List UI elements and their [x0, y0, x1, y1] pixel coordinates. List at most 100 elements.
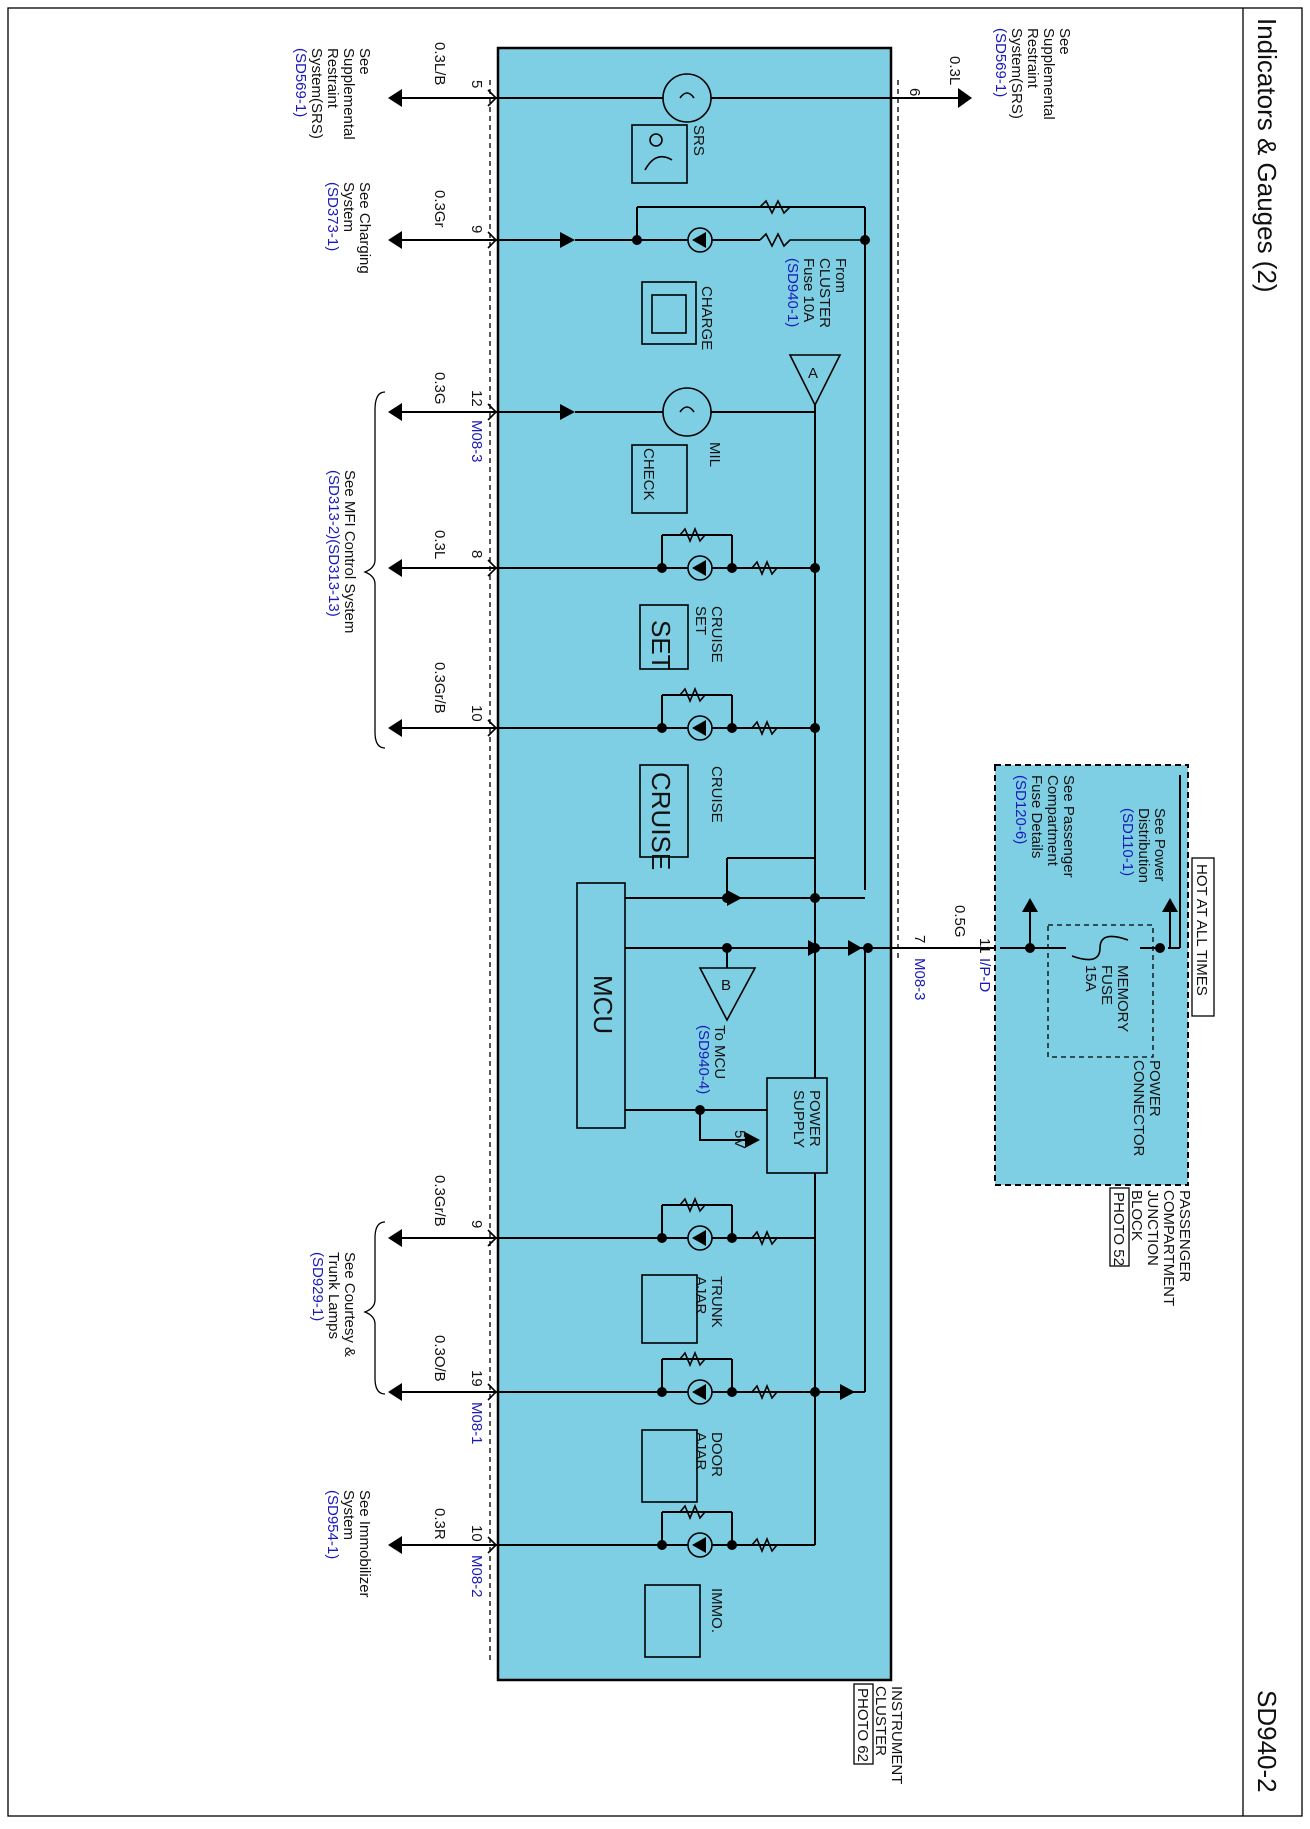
immobilizer-ref: (SD954-1): [324, 1490, 341, 1559]
power-dist-arrow: [1162, 898, 1178, 912]
junction-block-box: [994, 764, 1189, 1186]
trunk-led-symbol: [692, 1230, 706, 1246]
srs-indicator-label: SRS: [690, 125, 707, 156]
fuse-details-ref-code: (SD120-6): [1012, 775, 1029, 844]
door-resistor: [751, 1383, 778, 1401]
cruise-node-3: [810, 723, 820, 733]
cluster-fuse-a-symbol: [788, 354, 842, 407]
cruise-circuit: [498, 686, 820, 858]
trunk-resistor: [751, 1229, 778, 1247]
junction-node-1: [1025, 943, 1035, 953]
courtesy-brace: [363, 1221, 386, 1395]
fuse-details-line-3: Fuse Details: [1028, 775, 1045, 858]
battery-icon-frame: [641, 281, 697, 345]
mil-output-arrow: [388, 403, 402, 421]
immo-node-2: [727, 1540, 737, 1550]
door-bypass-resistor: [679, 1350, 706, 1368]
cluster-fuse-a-letter: A: [808, 365, 818, 382]
cluster-photo-label: PHOTO 62: [854, 1688, 871, 1762]
cluster-photo-box: [853, 1683, 874, 1765]
fuse-line-3: 15A: [1082, 965, 1099, 992]
immobilizer-reference: See Immobilizer System (SD954-1): [324, 1490, 373, 1598]
charging-line-2: System: [340, 182, 357, 232]
immo-circuit: [498, 1503, 815, 1658]
junction-photo-label: PHOTO 52: [1110, 1192, 1127, 1266]
hot-at-all-times-label: HOT AT ALL TIMES: [1191, 857, 1215, 1017]
hot-label-text: HOT AT ALL TIMES: [1193, 864, 1210, 996]
door-line-1: DOOR: [708, 1432, 725, 1477]
cruise-set-node-3: [810, 563, 820, 573]
srs-left-line-1: See: [356, 48, 373, 75]
trunk-line-2: AJAR: [692, 1276, 709, 1315]
mil-wire-label: 0.3G: [431, 372, 448, 405]
srs-left-line-4: System(SRS): [308, 48, 325, 139]
power-dist-line-2: Distribution: [1135, 808, 1152, 883]
mcu-label: MCU: [588, 975, 618, 1034]
mcu-node-2: [810, 893, 820, 903]
five-volt-label: 5V: [731, 1130, 748, 1148]
junction-line-4: BLOCK: [1128, 1190, 1145, 1241]
srs-lamp-filament: [679, 92, 695, 99]
fuse-line-1: MEMORY: [1114, 965, 1131, 1032]
mcu-box: [576, 882, 626, 1129]
srs-airbag-icon-head: [649, 133, 663, 147]
mcu-loop: [726, 857, 815, 898]
srs-lamp-bulb: [662, 73, 712, 123]
srs-left-line-3: Restraint: [324, 48, 341, 109]
power-supply-line-1: POWER: [806, 1090, 823, 1147]
cruise-node-2: [727, 723, 737, 733]
fuse-details-line-1: See Passenger: [1060, 775, 1077, 878]
cruise-set-node-1: [657, 563, 667, 573]
to-mcu-label: To MCU (SD940-4): [695, 1025, 728, 1094]
srs-right-pin: 6: [906, 88, 923, 96]
trunk-ajar-circuit: [498, 1196, 815, 1344]
power-supply-line-2: SUPPLY: [790, 1090, 807, 1148]
charge-resistor-2: [759, 199, 791, 215]
power-dist-ref: (SD110-1): [1119, 808, 1136, 876]
memory-fuse-label: MEMORY FUSE 15A: [1082, 965, 1131, 1032]
junction-line-2: COMPARTMENT: [1160, 1190, 1177, 1306]
charging-ref: (SD373-1): [324, 182, 341, 251]
cruise-indicator-label: CRUISE: [708, 766, 725, 823]
cruise-connector-pin: [487, 719, 498, 737]
left-output-wires: [388, 89, 498, 1554]
mil-pin: 12: [468, 390, 485, 407]
charge-node-1: [632, 235, 642, 245]
mil-diode: [560, 404, 575, 420]
door-wire-label: 0.3O/B: [431, 1335, 448, 1382]
door-node-3: [810, 1387, 820, 1397]
charging-reference: See Charging System (SD373-1): [324, 182, 373, 274]
mcu-diode-1: [727, 890, 742, 906]
door-ajar-icon: [641, 1429, 698, 1503]
immo-resistor: [751, 1536, 778, 1554]
cruise-pin: 10: [468, 705, 485, 722]
cruise-badge-text: CRUISE: [646, 772, 676, 870]
door-connector-pin: [487, 1383, 498, 1401]
cruise-led-symbol: [692, 720, 706, 736]
cruise-set-badge-frame: [639, 604, 689, 670]
trunk-bypass-resistor: [679, 1196, 706, 1214]
immo-key-icon: [644, 1584, 701, 1658]
charge-resistor-1: [759, 232, 865, 248]
mil-lamp-filament: [679, 406, 695, 413]
cluster-internal-circuits: A From CLUSTER Fuse 10A (SD940-1): [498, 73, 898, 1658]
trunk-node-1: [657, 1233, 667, 1243]
mil-line: MIL: [706, 442, 723, 467]
srs-right-wire-label: 0.3L: [946, 56, 963, 85]
power-supply-box: [766, 1077, 828, 1174]
charge-led-symbol: [692, 232, 706, 248]
door-node-1: [657, 1387, 667, 1397]
charging-line-1: See Charging: [356, 182, 373, 274]
srs-pin: 5: [468, 80, 485, 88]
door-line-2: AJAR: [692, 1432, 709, 1471]
srs-right-line-3: Restraint: [1024, 28, 1041, 89]
door-ajar-circuit: [498, 948, 866, 1503]
page-border: [7, 7, 1303, 1817]
srs-airbag-icon: [631, 124, 688, 184]
immobilizer-line-2: System: [340, 1490, 357, 1540]
cluster-fuse-ref: (SD940-1): [784, 258, 801, 327]
fuse-details-line-2: Compartment: [1044, 775, 1061, 867]
cruise-set-circuit: [498, 526, 820, 670]
immo-output-arrow: [388, 1536, 402, 1554]
immo-bypass-resistor: [679, 1503, 706, 1521]
